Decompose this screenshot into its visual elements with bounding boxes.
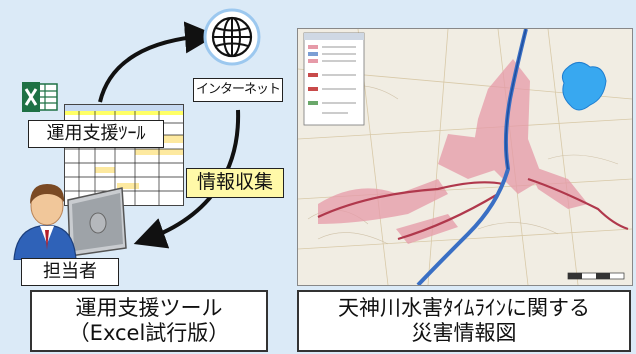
- arrow-tool-to-internet: [98, 21, 217, 103]
- map-caption-line2: 災害情報図: [411, 321, 517, 345]
- internet-label: インターネット: [193, 78, 283, 102]
- collect-label: 情報収集: [186, 168, 284, 198]
- tool-caption: 運用支援ツール （Excel試行版）: [30, 290, 268, 352]
- map-caption: 天神川水害ﾀｲﾑﾗｲﾝに関する 災害情報図: [297, 290, 631, 352]
- person-at-computer-icon: [10, 168, 130, 261]
- tool-caption-line2: （Excel試行版）: [68, 321, 230, 345]
- map-caption-line1: 天神川水害ﾀｲﾑﾗｲﾝに関する: [338, 296, 590, 320]
- tool-label: 運用支援ﾂｰﾙ: [28, 120, 164, 148]
- person-label: 担当者: [21, 258, 119, 286]
- globe-icon: [203, 8, 261, 66]
- excel-icon: [21, 81, 59, 113]
- tool-caption-line1: 運用支援ツール: [75, 296, 223, 320]
- flood-map-image: [297, 28, 633, 286]
